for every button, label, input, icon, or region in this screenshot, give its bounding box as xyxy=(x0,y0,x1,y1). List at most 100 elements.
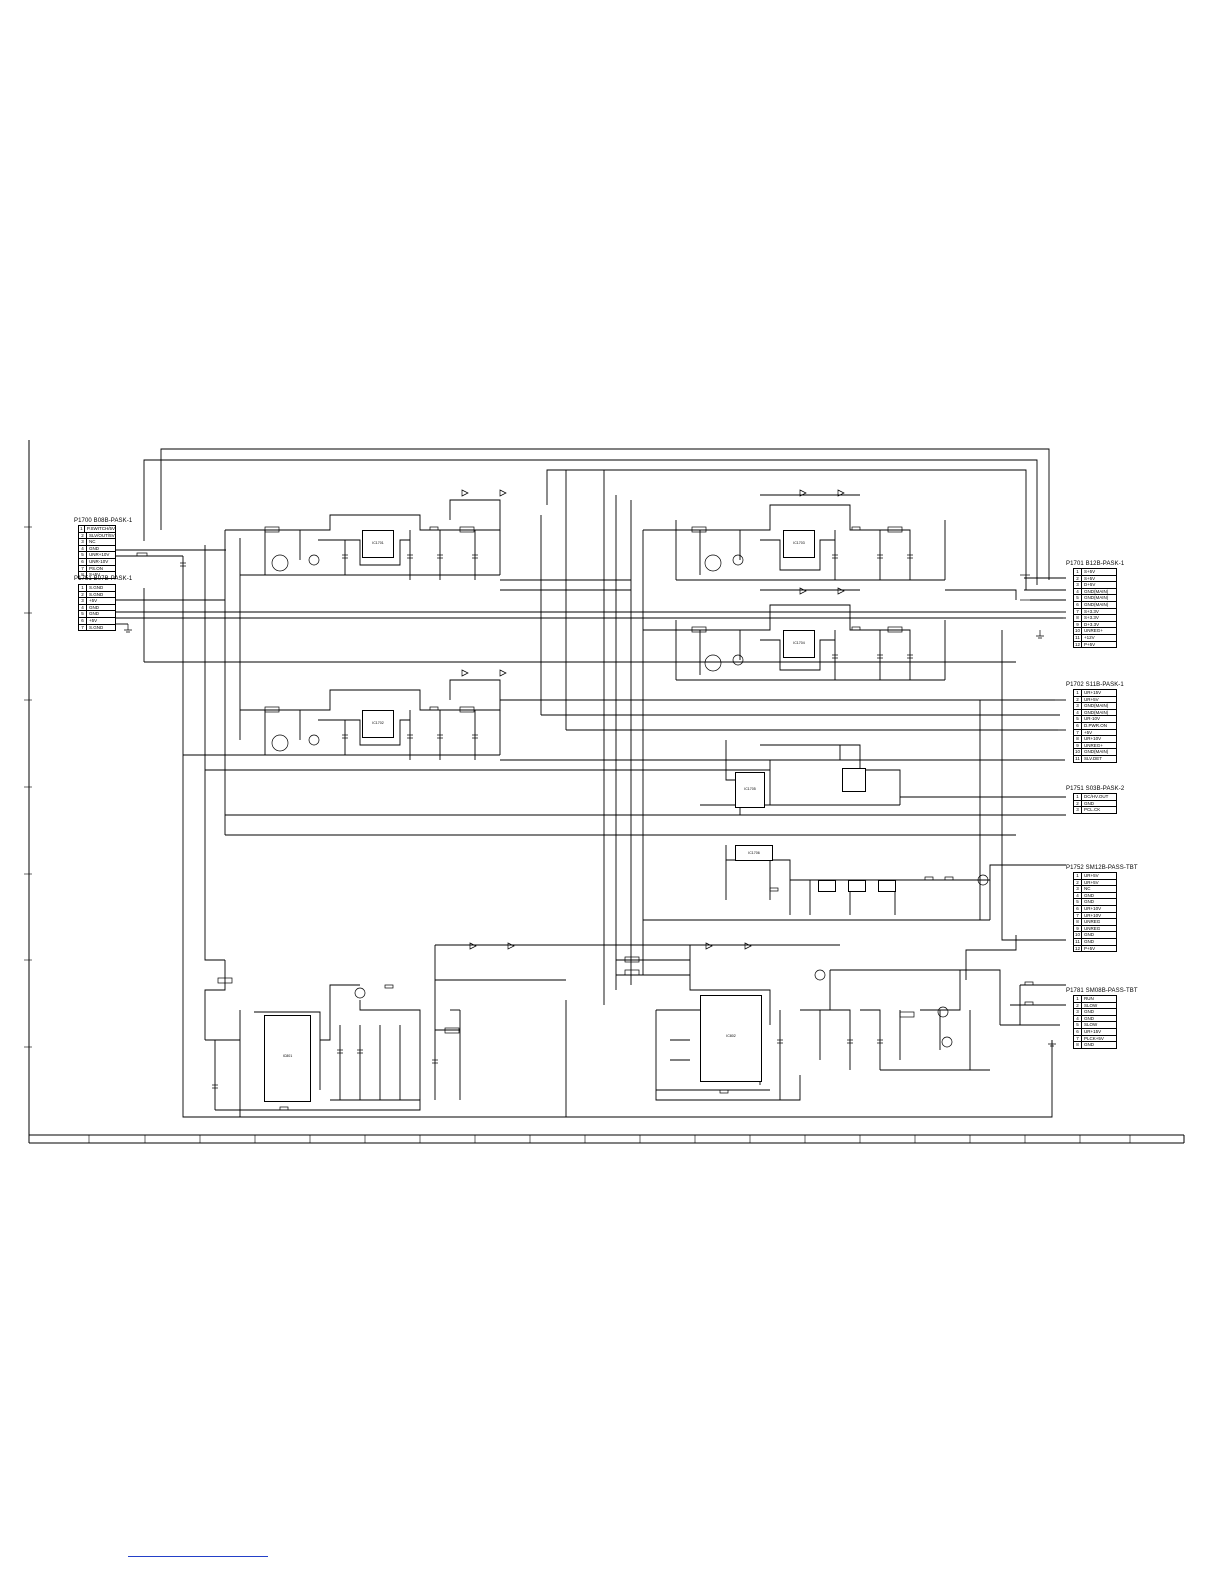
ferrite-bead xyxy=(264,526,280,533)
diode xyxy=(461,669,469,677)
pin-signal: S.GND xyxy=(89,585,104,590)
pin-number: 2 xyxy=(1074,879,1082,886)
pin-signal: NC xyxy=(1084,886,1091,892)
connector-title-p1751b: P1751 S03B-PASK-2 xyxy=(1066,786,1125,792)
pin-number: 3 xyxy=(1074,886,1082,892)
pin-signal: UR+5V xyxy=(1084,873,1099,878)
pin-number: 3 xyxy=(1074,1009,1082,1015)
transistor-q1706 xyxy=(732,554,744,566)
pin-signal: GND(MAIN) xyxy=(1084,703,1109,709)
pin-number: 11 xyxy=(1074,755,1082,762)
pin-signal: SLV/OUT/5V xyxy=(89,532,115,538)
pin-number: 11 xyxy=(1074,938,1082,945)
pin-number: 4 xyxy=(79,604,87,611)
pin-signal: S+5V xyxy=(1084,575,1096,581)
pin-number: 2 xyxy=(1074,800,1082,807)
ferrite-bead xyxy=(264,706,280,713)
pin-signal: PLCK+5V xyxy=(1084,1035,1104,1041)
transistor-q1704 xyxy=(308,734,320,746)
pin-number: 2 xyxy=(1074,1002,1082,1009)
diode xyxy=(705,942,713,950)
pin-signal: GND(MAIN) xyxy=(1084,709,1109,715)
pin-number: 6 xyxy=(1074,601,1082,608)
ferrite-bead xyxy=(444,1027,460,1034)
pin-number: 9 xyxy=(1074,925,1082,932)
ferrite-bead xyxy=(217,977,233,984)
ic-label: IC1705 xyxy=(744,787,756,791)
ic-small-transistor-array xyxy=(818,880,836,892)
pin-number: 8 xyxy=(79,572,87,578)
pin-number: 8 xyxy=(1074,919,1082,925)
pin-number: 5 xyxy=(1074,595,1082,601)
pin-number: 7 xyxy=(1074,608,1082,615)
capacitor-group xyxy=(180,554,913,1089)
ic-driver-left: IC801 xyxy=(264,1015,311,1102)
pin-signal: UR+15V xyxy=(1084,1028,1102,1034)
pin-signal: UR+5V xyxy=(1084,696,1099,702)
pin-number: 7 xyxy=(1074,1035,1082,1042)
pin-signal: S+5V xyxy=(1084,569,1096,574)
pin-signal: GND xyxy=(1084,800,1094,806)
pin-signal: +5V xyxy=(89,617,98,623)
pin-signal: GND xyxy=(1084,1042,1094,1048)
pin-number: 8 xyxy=(1074,736,1082,742)
diode xyxy=(837,587,845,595)
pin-signal: UNR+10V xyxy=(89,552,110,558)
diode xyxy=(507,942,515,950)
resistor xyxy=(719,1089,729,1094)
pin-signal: GND(MAIN) xyxy=(1084,601,1109,607)
resistor xyxy=(384,984,394,989)
pin-signal: GND xyxy=(1084,1009,1094,1015)
resistor xyxy=(136,552,148,557)
pin-signal: P.SWITCH/5V xyxy=(86,526,115,531)
diode xyxy=(744,942,752,950)
pin-signal: D.PWR.ON xyxy=(1084,722,1107,728)
diode xyxy=(469,942,477,950)
transistor-q1703 xyxy=(271,734,289,752)
diode xyxy=(799,587,807,595)
pin-number: 3 xyxy=(1074,582,1082,588)
ic-regulator-upper-left: IC1701 xyxy=(362,530,394,558)
pin-number: 5 xyxy=(79,552,87,558)
transistor-q1708 xyxy=(732,654,744,666)
pin-signal: SLV.DET xyxy=(1084,755,1103,761)
ferrite-bead xyxy=(899,1011,915,1018)
ic-label: IC1703 xyxy=(793,541,805,545)
pin-signal: D+3.3V xyxy=(1084,621,1100,627)
pin-number: 5 xyxy=(1074,716,1082,722)
pin-signal: UR+10V xyxy=(1084,912,1102,918)
footer-link-underline[interactable] xyxy=(128,1556,268,1557)
pin-number: 8 xyxy=(1074,615,1082,621)
pin-number: 4 xyxy=(1074,588,1082,595)
pin-signal: GND xyxy=(1084,1015,1094,1021)
transistor-q801 xyxy=(354,987,366,999)
transistor-q804 xyxy=(941,1036,953,1048)
transistor-q1701 xyxy=(271,554,289,572)
pin-signal: S.GND xyxy=(89,624,104,630)
pin-number: 5 xyxy=(1074,1022,1082,1028)
pin-number: 9 xyxy=(1074,742,1082,749)
ic-regulator-middle-right: IC1704 xyxy=(783,630,815,658)
ic-small-transistor-array xyxy=(878,880,896,892)
pin-number: 5 xyxy=(1074,899,1082,905)
pin-number: 8 xyxy=(1074,1042,1082,1048)
